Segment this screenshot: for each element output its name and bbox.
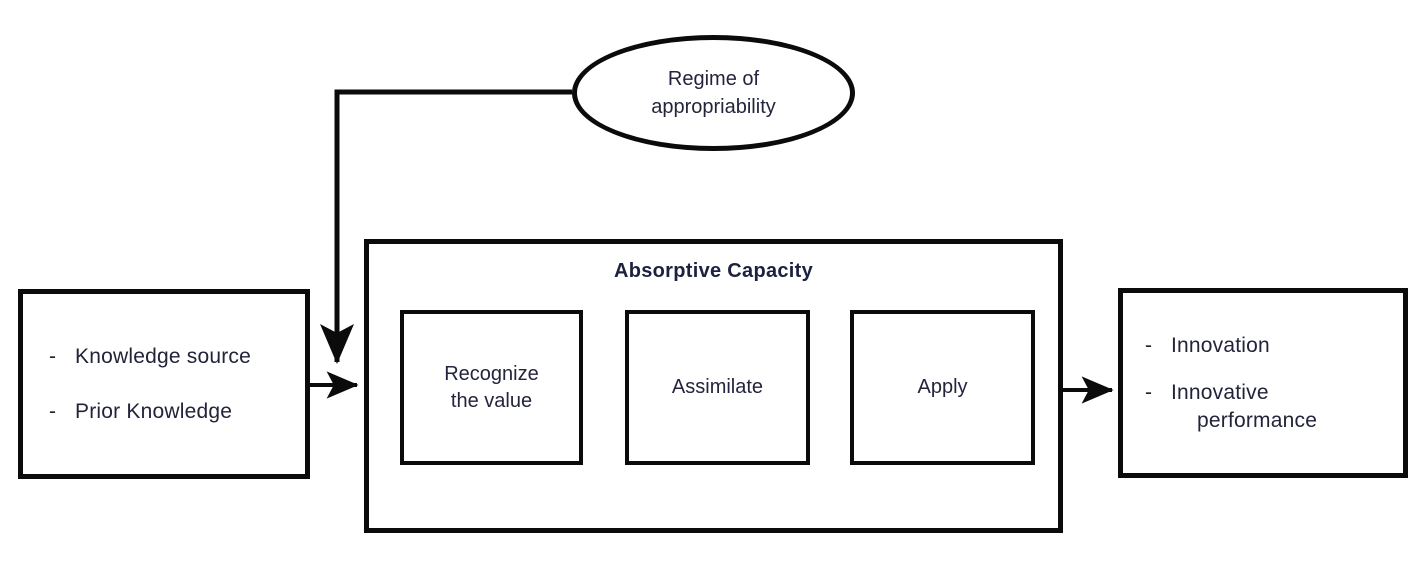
process-box-recognize-the-value: Recognize the value xyxy=(400,310,583,465)
regime-label: Regime of appropriability xyxy=(651,65,776,121)
process-label: Apply xyxy=(917,374,967,401)
bullet-dash-icon: - xyxy=(1145,334,1153,358)
process-label-line1: Recognize xyxy=(444,362,539,385)
list-item: - Innovation xyxy=(1145,332,1403,359)
list-item: - Knowledge source xyxy=(49,343,305,370)
process-box-apply: Apply xyxy=(850,310,1035,465)
prior-knowledge-label: Prior Knowledge xyxy=(75,400,233,423)
process-box-assimilate: Assimilate xyxy=(625,310,810,465)
bullet-dash-icon: - xyxy=(1145,381,1153,405)
process-label: Assimilate xyxy=(672,374,763,401)
process-label: Recognize the value xyxy=(444,361,539,415)
process-label-line1: Assimilate xyxy=(671,376,764,398)
list-item: - Innovative performance xyxy=(1145,379,1403,434)
knowledge-inputs-box: - Knowledge source - Prior Knowledge xyxy=(18,289,310,479)
process-label-line1: Apply xyxy=(917,376,968,398)
innovation-label: Innovation xyxy=(1171,334,1270,358)
process-label-line2: the value xyxy=(450,389,533,412)
list-item: - Prior Knowledge xyxy=(49,398,305,425)
absorptive-capacity-title: Absorptive Capacity xyxy=(613,260,814,282)
regime-of-appropriability-node: Regime of appropriability xyxy=(572,35,855,151)
bullet-dash-icon: - xyxy=(49,344,57,368)
innovation-outputs-box: - Innovation - Innovative performance xyxy=(1118,288,1408,478)
innovative-performance-line1: Innovative xyxy=(1171,381,1269,405)
innovative-performance-label: Innovative performance xyxy=(1171,379,1317,434)
regime-label-line1: Regime of xyxy=(667,68,760,90)
regime-label-line2: appropriability xyxy=(651,96,776,118)
bullet-dash-icon: - xyxy=(49,400,57,423)
innovative-performance-line2: performance xyxy=(1197,408,1318,432)
knowledge-source-label: Knowledge source xyxy=(75,344,251,368)
